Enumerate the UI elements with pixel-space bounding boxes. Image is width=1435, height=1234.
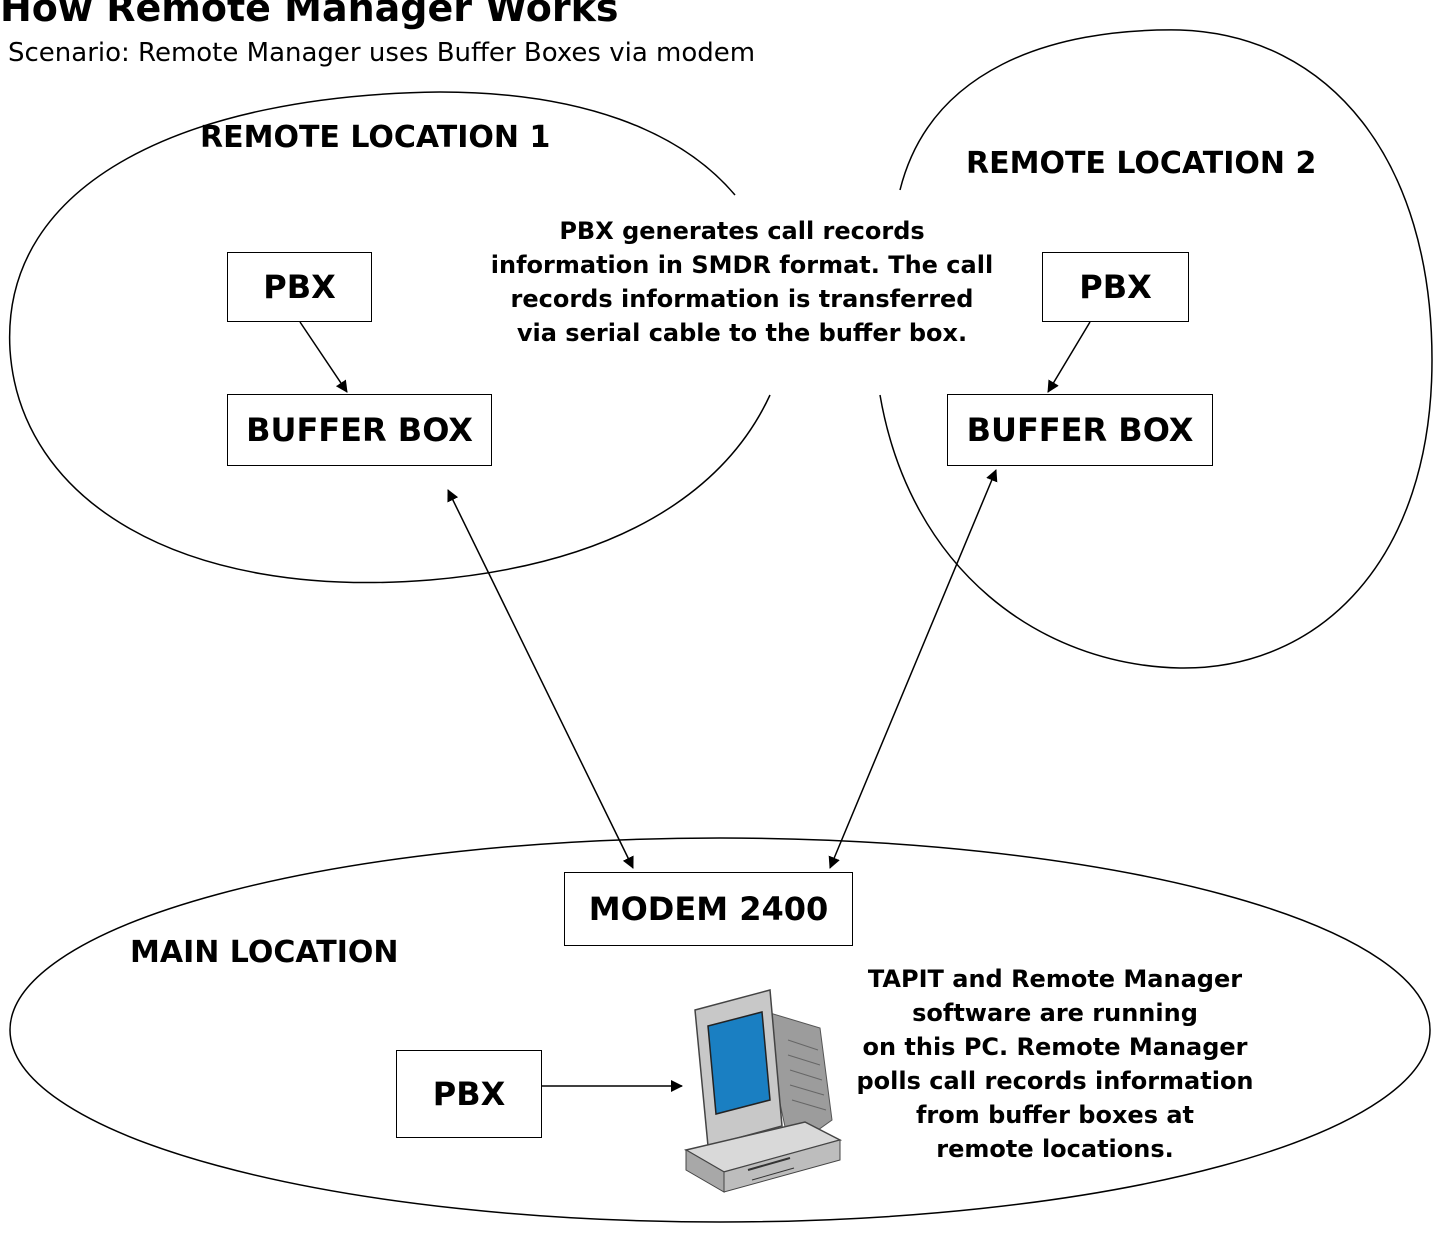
remote1-buffer-box-node: BUFFER BOX [227, 394, 492, 466]
desktop-computer-icon [683, 989, 843, 1193]
remote2-pbx-node: PBX [1042, 252, 1189, 322]
pc-callout-line: TAPIT and Remote Manager [867, 965, 1243, 993]
pbx-callout-line: PBX generates call records [559, 217, 925, 245]
pbx-callout-line: via serial cable to the buffer box. [516, 319, 968, 347]
pbx-callout-line: records information is transferred [510, 285, 974, 313]
main-location-label: MAIN LOCATION [130, 935, 399, 970]
remote1-pbx-node: PBX [227, 252, 372, 322]
pbx-callout-text: PBX generates call records information i… [478, 214, 1006, 350]
remote-location-2-label: REMOTE LOCATION 2 [966, 146, 1317, 181]
pc-callout-text: TAPIT and Remote Manager software are ru… [820, 962, 1290, 1166]
modem-buffer1-link [447, 489, 634, 869]
pc-callout-line: polls call records information [856, 1067, 1254, 1095]
main-location-boundary [9, 837, 1431, 1223]
pc-callout-line: software are running [912, 999, 1198, 1027]
remote2-pbx-to-buffer-arrow [1047, 321, 1091, 393]
page-subtitle: Scenario: Remote Manager uses Buffer Box… [8, 38, 756, 68]
remote2-buffer-box-node: BUFFER BOX [947, 394, 1213, 466]
pbx-callout-line: information in SMDR format. The call [490, 251, 994, 279]
main-pbx-node: PBX [396, 1050, 542, 1138]
pc-callout-line: on this PC. Remote Manager [862, 1033, 1248, 1061]
modem-buffer2-link [828, 469, 998, 869]
page-title: How Remote Manager Works [0, 0, 619, 30]
pc-callout-line: remote locations. [936, 1135, 1174, 1163]
pc-callout-line: from buffer boxes at [915, 1101, 1195, 1129]
modem-node: MODEM 2400 [564, 872, 853, 946]
remote-location-2-boundary [879, 29, 1433, 669]
remote-location-1-label: REMOTE LOCATION 1 [200, 120, 551, 155]
remote1-pbx-to-buffer-arrow [299, 321, 348, 393]
